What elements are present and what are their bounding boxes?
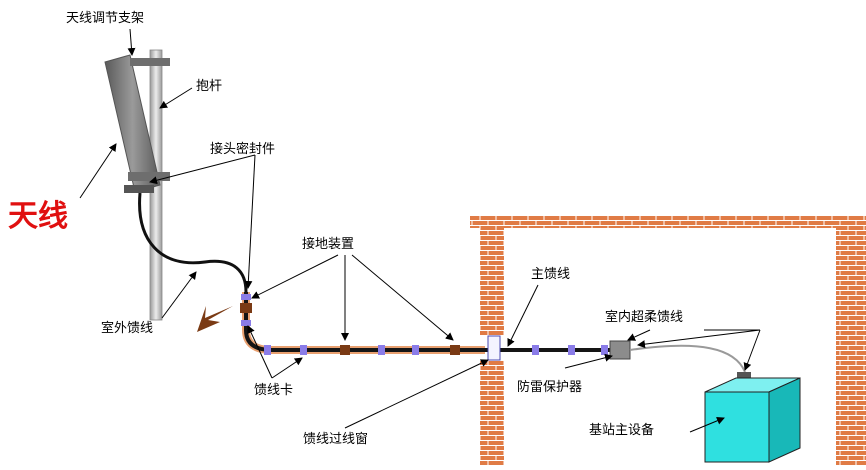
indoor-jumper-cable — [629, 344, 746, 373]
feeder-window — [487, 335, 501, 361]
wall-left-upper — [480, 228, 504, 336]
mast-assembly — [104, 49, 170, 321]
ground-kit-3 — [450, 345, 460, 355]
leader-lines — [79, 28, 761, 433]
label-feeder-clamp: 馈线卡 — [254, 383, 294, 398]
wall-right — [836, 228, 866, 466]
clamp-2 — [241, 320, 251, 326]
cable-sheath — [242, 292, 485, 354]
clamp-5 — [378, 345, 385, 355]
wall-left-lower — [480, 360, 504, 466]
feeder-cable-outdoor — [244, 292, 485, 352]
clamp-9 — [601, 345, 608, 355]
clamp-7 — [532, 345, 539, 355]
label-indoor-jumper: 室内超柔馈线 — [605, 310, 684, 325]
bts-side — [768, 377, 801, 463]
label-base-station: 基站主设备 — [589, 423, 655, 438]
bracket-top — [130, 58, 170, 66]
clamp-3 — [264, 345, 271, 355]
ground-kit-2 — [340, 345, 350, 355]
ground-lead — [197, 306, 233, 332]
label-antenna: 天线 — [8, 199, 68, 234]
ground-kit-1 — [240, 303, 252, 313]
lightning-protector — [609, 340, 631, 360]
clamp-6 — [412, 345, 419, 355]
label-lightning-protector: 防雷保护器 — [517, 380, 583, 395]
antenna-connector — [124, 185, 154, 193]
label-pole: 抱杆 — [196, 79, 223, 94]
label-antenna-bracket: 天线调节支架 — [66, 11, 145, 26]
clamp-4 — [300, 345, 307, 355]
label-main-feeder: 主馈线 — [531, 267, 571, 282]
feeder-clamps — [241, 294, 608, 355]
clamp-8 — [568, 345, 575, 355]
outdoor-jumper-cable — [138, 192, 248, 293]
antenna-body — [104, 54, 161, 193]
bts-front — [704, 391, 770, 463]
equipment-connector — [737, 372, 751, 380]
label-grounding: 接地装置 — [302, 237, 355, 252]
roof-beam — [470, 216, 866, 228]
base-station — [704, 377, 801, 463]
label-connector-seal: 接头密封件 — [210, 142, 276, 157]
clamp-1 — [241, 294, 251, 300]
label-outdoor-jumper: 室外馈线 — [101, 321, 154, 336]
label-feeder-window: 馈线过线窗 — [303, 432, 369, 447]
building — [470, 216, 866, 466]
bracket-bottom — [128, 172, 170, 181]
